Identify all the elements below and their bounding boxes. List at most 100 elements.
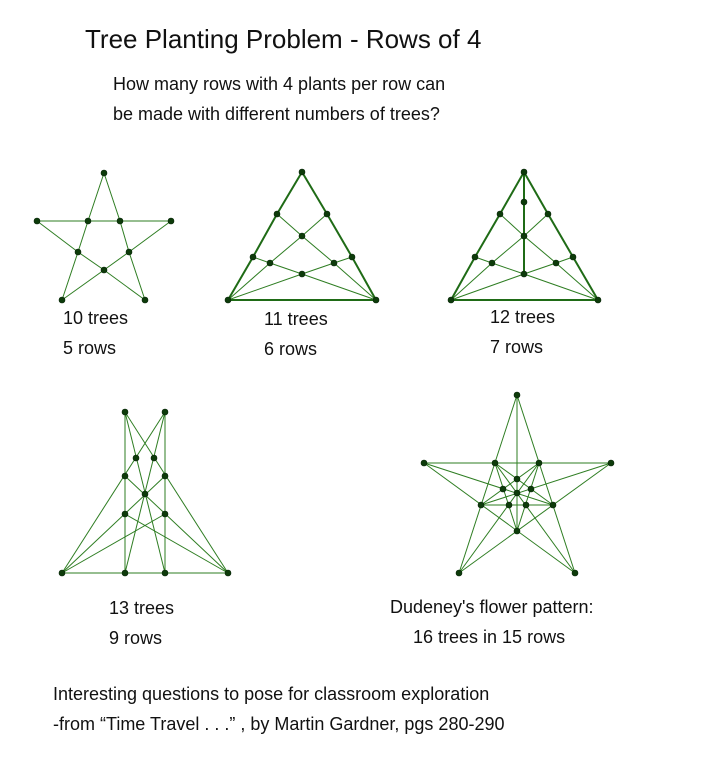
figure-13-trees [58,408,232,577]
row-line [301,171,377,301]
figure-12-trees [447,168,602,304]
figure-11-rows-label: 6 rows [264,339,318,359]
figure-13-rows-label: 9 rows [109,628,163,648]
tree-point [607,459,615,467]
row-line [61,513,166,574]
figure-10-trees-label: 10 trees [63,308,129,328]
tree-point [161,510,169,518]
tree-point [571,569,579,577]
tree-point [141,490,149,498]
row-line [61,172,105,301]
tree-point [266,259,274,267]
tree-point [488,259,496,267]
tree-point [161,569,169,577]
tree-point [84,217,92,225]
tree-point [513,391,521,399]
tree-point [249,253,257,261]
row-line [103,172,146,301]
tree-point [125,248,133,256]
tree-point [74,248,82,256]
figure-11-trees-label: 11 trees [264,309,328,329]
tree-point [100,266,108,274]
tree-point [58,569,66,577]
figure-11-points [224,168,380,304]
dudeney-count-label: 16 trees in 15 rows [413,627,566,647]
tree-point [121,510,129,518]
tree-point [594,296,602,304]
tree-point [298,168,306,176]
tree-point [569,253,577,261]
tree-point [522,501,530,509]
tree-point [58,296,66,304]
tree-point [420,459,428,467]
row-line [227,171,303,301]
row-line [61,411,166,574]
tree-point [116,217,124,225]
figure-12-lines [450,171,599,301]
tree-point [167,217,175,225]
footer-line-1: Interesting questions to pose for classr… [53,684,490,704]
tree-point [499,485,507,493]
tree-point [372,296,380,304]
row-line [227,213,328,301]
row-line [276,213,377,301]
row-line [523,171,599,301]
tree-point [132,454,140,462]
figure-10-lines [36,172,172,301]
tree-point [100,169,108,177]
row-line [480,462,612,506]
row-line [36,220,146,301]
tree-point [298,232,306,240]
tree-point [496,210,504,218]
footer-citation: -from “Time Travel . . .” , by Martin Ga… [53,714,505,734]
tree-point [520,198,528,206]
row-line [494,462,518,532]
figure-11-trees [224,168,380,304]
tree-point [141,296,149,304]
tree-point [477,501,485,509]
tree-point [150,454,158,462]
tree-point [330,259,338,267]
tree-point [298,270,306,278]
tree-point [552,259,560,267]
tree-point [520,270,528,278]
tree-point [121,472,129,480]
tree-point [33,217,41,225]
tree-point [455,569,463,577]
figure-dudeney-points [420,391,615,577]
row-line [516,462,540,532]
row-line [227,256,353,301]
tree-point [323,210,331,218]
tree-point [513,527,521,535]
row-line [450,171,525,301]
tree-point [549,501,557,509]
tree-point [535,459,543,467]
tree-point [491,459,499,467]
figure-12-trees-label: 12 trees [490,307,556,327]
row-line [61,475,166,574]
figure-13-points [58,408,232,577]
tree-point [520,168,528,176]
figure-11-lines [227,171,377,301]
tree-point [224,296,232,304]
figure-dudeney-lines [423,394,612,574]
figure-10-rows-label: 5 rows [63,338,117,358]
tree-point [161,408,169,416]
tree-point [224,569,232,577]
figure-13-trees-label: 13 trees [109,598,175,618]
tree-point [513,489,521,497]
tree-point [273,210,281,218]
question-line-2: be made with different numbers of trees? [113,104,440,124]
tree-point [121,408,129,416]
page-title: Tree Planting Problem - Rows of 4 [85,24,482,54]
row-line [494,462,554,506]
tree-point [447,296,455,304]
row-line [499,213,599,301]
dudeney-pattern-label: Dudeney's flower pattern: [390,597,594,617]
tree-point [520,232,528,240]
row-line [124,475,229,574]
figure-10-points [33,169,175,304]
row-line [494,462,576,574]
tree-point [527,485,535,493]
